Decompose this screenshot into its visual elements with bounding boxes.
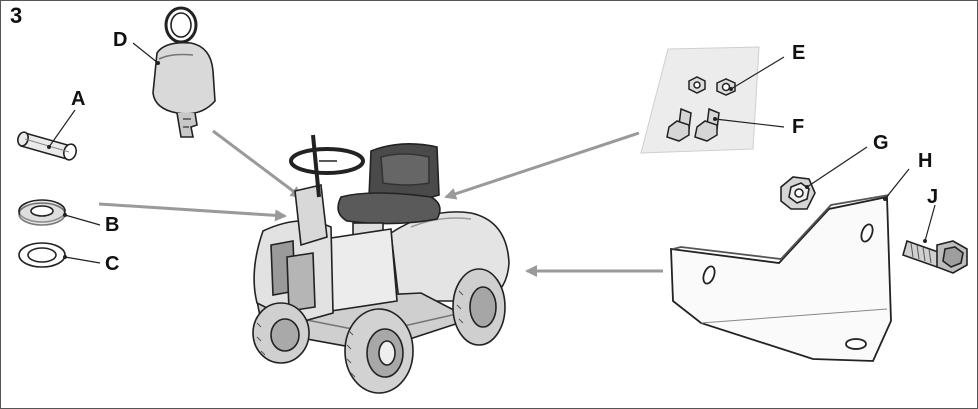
riding-mower-illustration [253,135,509,393]
arrow-bc-to-dash [99,204,285,216]
callout-c: C [105,254,119,274]
callout-f: F [792,117,804,137]
arrow-ef-to-seat [446,133,639,197]
bracket-part-h [671,195,891,361]
callout-b: B [105,215,119,235]
callout-d: D [113,30,127,50]
arrow-d-to-steering [213,131,301,197]
washer-part-c [19,243,65,267]
callout-a: A [71,89,85,109]
callout-e: E [792,43,805,63]
callout-g: G [873,133,889,153]
pin-part-a [16,131,78,161]
callout-j: J [927,187,938,207]
bolt-part-j [903,241,967,273]
ignition-key-part-d [153,8,215,137]
hex-nut-part-g [781,177,815,209]
callout-h: H [918,151,932,171]
washer-part-b [19,200,65,225]
